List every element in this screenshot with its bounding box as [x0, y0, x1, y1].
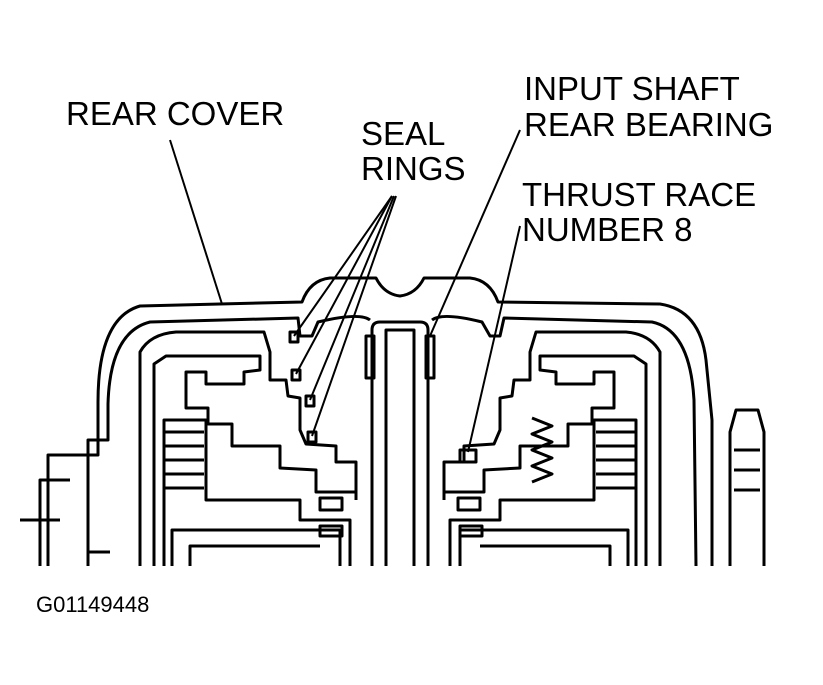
- label-thrust-race-line2: NUMBER 8: [522, 211, 693, 248]
- leader-rear-cover: [169, 139, 223, 305]
- leader-seal-ring-2: [295, 195, 393, 375]
- right-housing-inner: [444, 354, 648, 566]
- left-clutch-plates: [164, 430, 204, 490]
- rear-bearing-left: [364, 334, 376, 380]
- seal-ring-1: [288, 330, 300, 344]
- seal-ring-2: [290, 368, 302, 382]
- figure-code: G01149448: [36, 592, 150, 617]
- rear-cover-outline: [46, 276, 714, 566]
- left-housing-inner: [152, 354, 356, 566]
- bolt-threads: [734, 448, 760, 492]
- rear-cover-inner: [86, 315, 371, 566]
- return-spring: [530, 416, 554, 484]
- lower-gear-right: [458, 528, 630, 566]
- center-bushing-right: [456, 496, 482, 512]
- left-housing: [138, 330, 358, 566]
- leader-thrust-race: [467, 225, 521, 453]
- seal-ring-3: [304, 394, 316, 408]
- rear-cover-inner-right: [431, 315, 698, 567]
- label-input-shaft-line1: INPUT SHAFT: [524, 70, 740, 107]
- leader-seal-ring-1: [293, 195, 393, 337]
- right-housing: [442, 330, 662, 566]
- label-thrust-race-line1: THRUST RACE: [522, 176, 757, 213]
- case-fragment-left: [20, 478, 110, 566]
- housing-bolt: [728, 408, 766, 566]
- label-seal-rings-line1: SEAL: [361, 115, 446, 152]
- left-drum: [162, 418, 352, 566]
- lower-gear-left: [170, 528, 342, 566]
- leader-seal-ring-3: [309, 195, 395, 401]
- seal-ring-4: [306, 430, 318, 444]
- leader-input-shaft-bearing: [429, 129, 521, 337]
- leader-seal-ring-4: [311, 195, 397, 437]
- rear-bearing-right: [424, 334, 436, 380]
- center-bushing-left: [318, 496, 344, 512]
- label-seal-rings-line2: RINGS: [361, 150, 466, 187]
- input-shaft: [384, 328, 416, 566]
- right-drum: [448, 418, 638, 566]
- input-shaft-tube: [370, 320, 430, 566]
- label-rear-cover: REAR COVER: [66, 95, 285, 132]
- right-clutch-plates: [596, 430, 636, 490]
- label-input-shaft-line2: REAR BEARING: [524, 106, 774, 143]
